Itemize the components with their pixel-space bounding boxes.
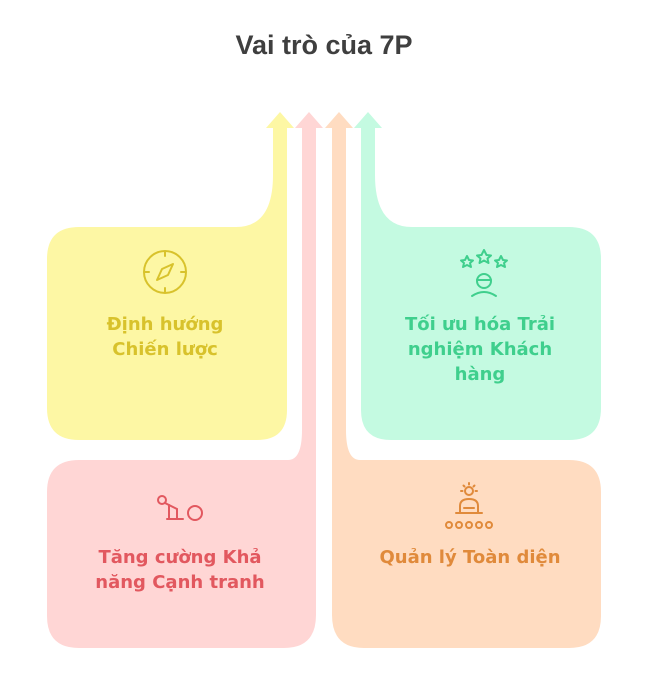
quadrant-label-strategy: Định hướng Chiến lược [106,314,224,360]
quadrant-shape-management [325,112,601,648]
quadrant-shape-customer [354,112,601,440]
compass-icon [143,250,187,294]
quadrant-label-competition: Tăng cường Khả năng Cạnh tranh [95,547,265,593]
push-effort-icon [157,495,203,521]
quadrant-label-customer: Tối ưu hóa Trải nghiệm Khách hàng [404,314,556,385]
diagram-title: Vai trò của 7P [235,30,413,60]
quadrant-shape-strategy [47,112,294,440]
quadrant-shape-competition [47,112,323,648]
quadrant-label-management: Quản lý Toàn diện [379,547,561,568]
customer-rating-icon [460,249,508,297]
leader-team-icon [445,482,493,529]
